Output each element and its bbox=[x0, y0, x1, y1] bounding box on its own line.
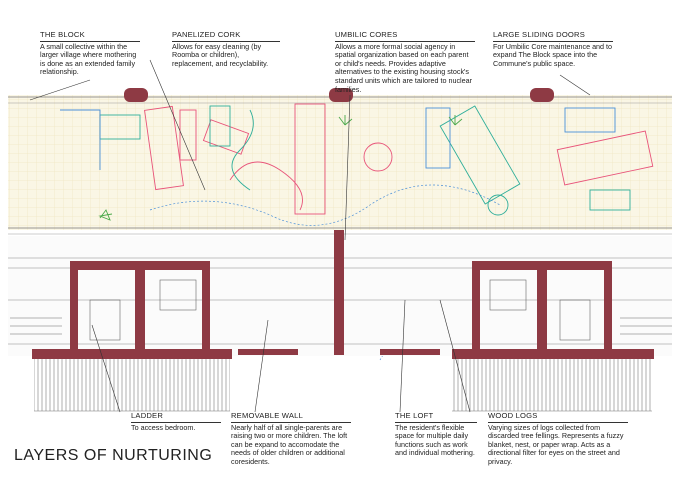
left-structure bbox=[32, 261, 232, 359]
annotation-body: Allows a more formal social agency in sp… bbox=[335, 41, 473, 94]
annotation-the-block: THE BLOCK A small collective within the … bbox=[40, 30, 140, 77]
annotation-body: Allows for easy cleaning (by Roomba or c… bbox=[172, 41, 269, 68]
annotation-heading: LARGE SLIDING DOORS bbox=[493, 30, 613, 42]
annotation-body: Nearly half of all single-parents are ra… bbox=[231, 422, 348, 466]
umbilic-core-capsule-2 bbox=[329, 88, 353, 102]
annotation-heading: LADDER bbox=[131, 411, 221, 423]
annotation-body: A small collective within the larger vil… bbox=[40, 41, 137, 77]
annotation-heading: THE LOFT bbox=[395, 411, 477, 423]
annotation-the-loft: THE LOFT The resident's flexible space f… bbox=[395, 411, 477, 458]
annotation-removable-wall: REMOVABLE WALL Nearly half of all single… bbox=[231, 411, 351, 467]
cork-grid bbox=[8, 95, 672, 230]
furniture-pink bbox=[144, 103, 654, 215]
central-core-column bbox=[334, 230, 344, 355]
umbilic-core-capsule-1 bbox=[124, 88, 148, 102]
annotation-body: For Umbilic Core maintenance and to expa… bbox=[493, 41, 613, 68]
annotation-heading: UMBILIC CORES bbox=[335, 30, 475, 42]
annotation-ladder: LADDER To access bedroom. bbox=[131, 411, 221, 432]
umbilic-core-capsule-3 bbox=[530, 88, 554, 102]
annotation-large-sliding-doors: LARGE SLIDING DOORS For Umbilic Core mai… bbox=[493, 30, 613, 68]
annotation-body: To access bedroom. bbox=[131, 422, 196, 432]
furniture-teal bbox=[99, 105, 631, 216]
annotation-panelized-cork: PANELIZED CORK Allows for easy cleaning … bbox=[172, 30, 280, 68]
wood-logs-right bbox=[452, 359, 652, 411]
leader-lines bbox=[29, 59, 591, 413]
annotation-body: The resident's flexible space for multip… bbox=[395, 422, 475, 458]
annotation-wood-logs: WOOD LOGS Varying sizes of logs collecte… bbox=[488, 411, 628, 467]
right-structure bbox=[452, 261, 654, 359]
ladders bbox=[10, 279, 672, 341]
diagram-title: LAYERS OF NURTURING bbox=[14, 447, 213, 464]
annotation-body: Varying sizes of logs collected from dis… bbox=[488, 422, 624, 466]
annotation-heading: WOOD LOGS bbox=[488, 411, 628, 423]
wood-logs-left bbox=[34, 359, 230, 411]
annotation-heading: REMOVABLE WALL bbox=[231, 411, 351, 423]
annotation-umbilic-cores: UMBILIC CORES Allows a more formal socia… bbox=[335, 30, 475, 94]
annotation-heading: PANELIZED CORK bbox=[172, 30, 280, 42]
annotation-heading: THE BLOCK bbox=[40, 30, 140, 42]
